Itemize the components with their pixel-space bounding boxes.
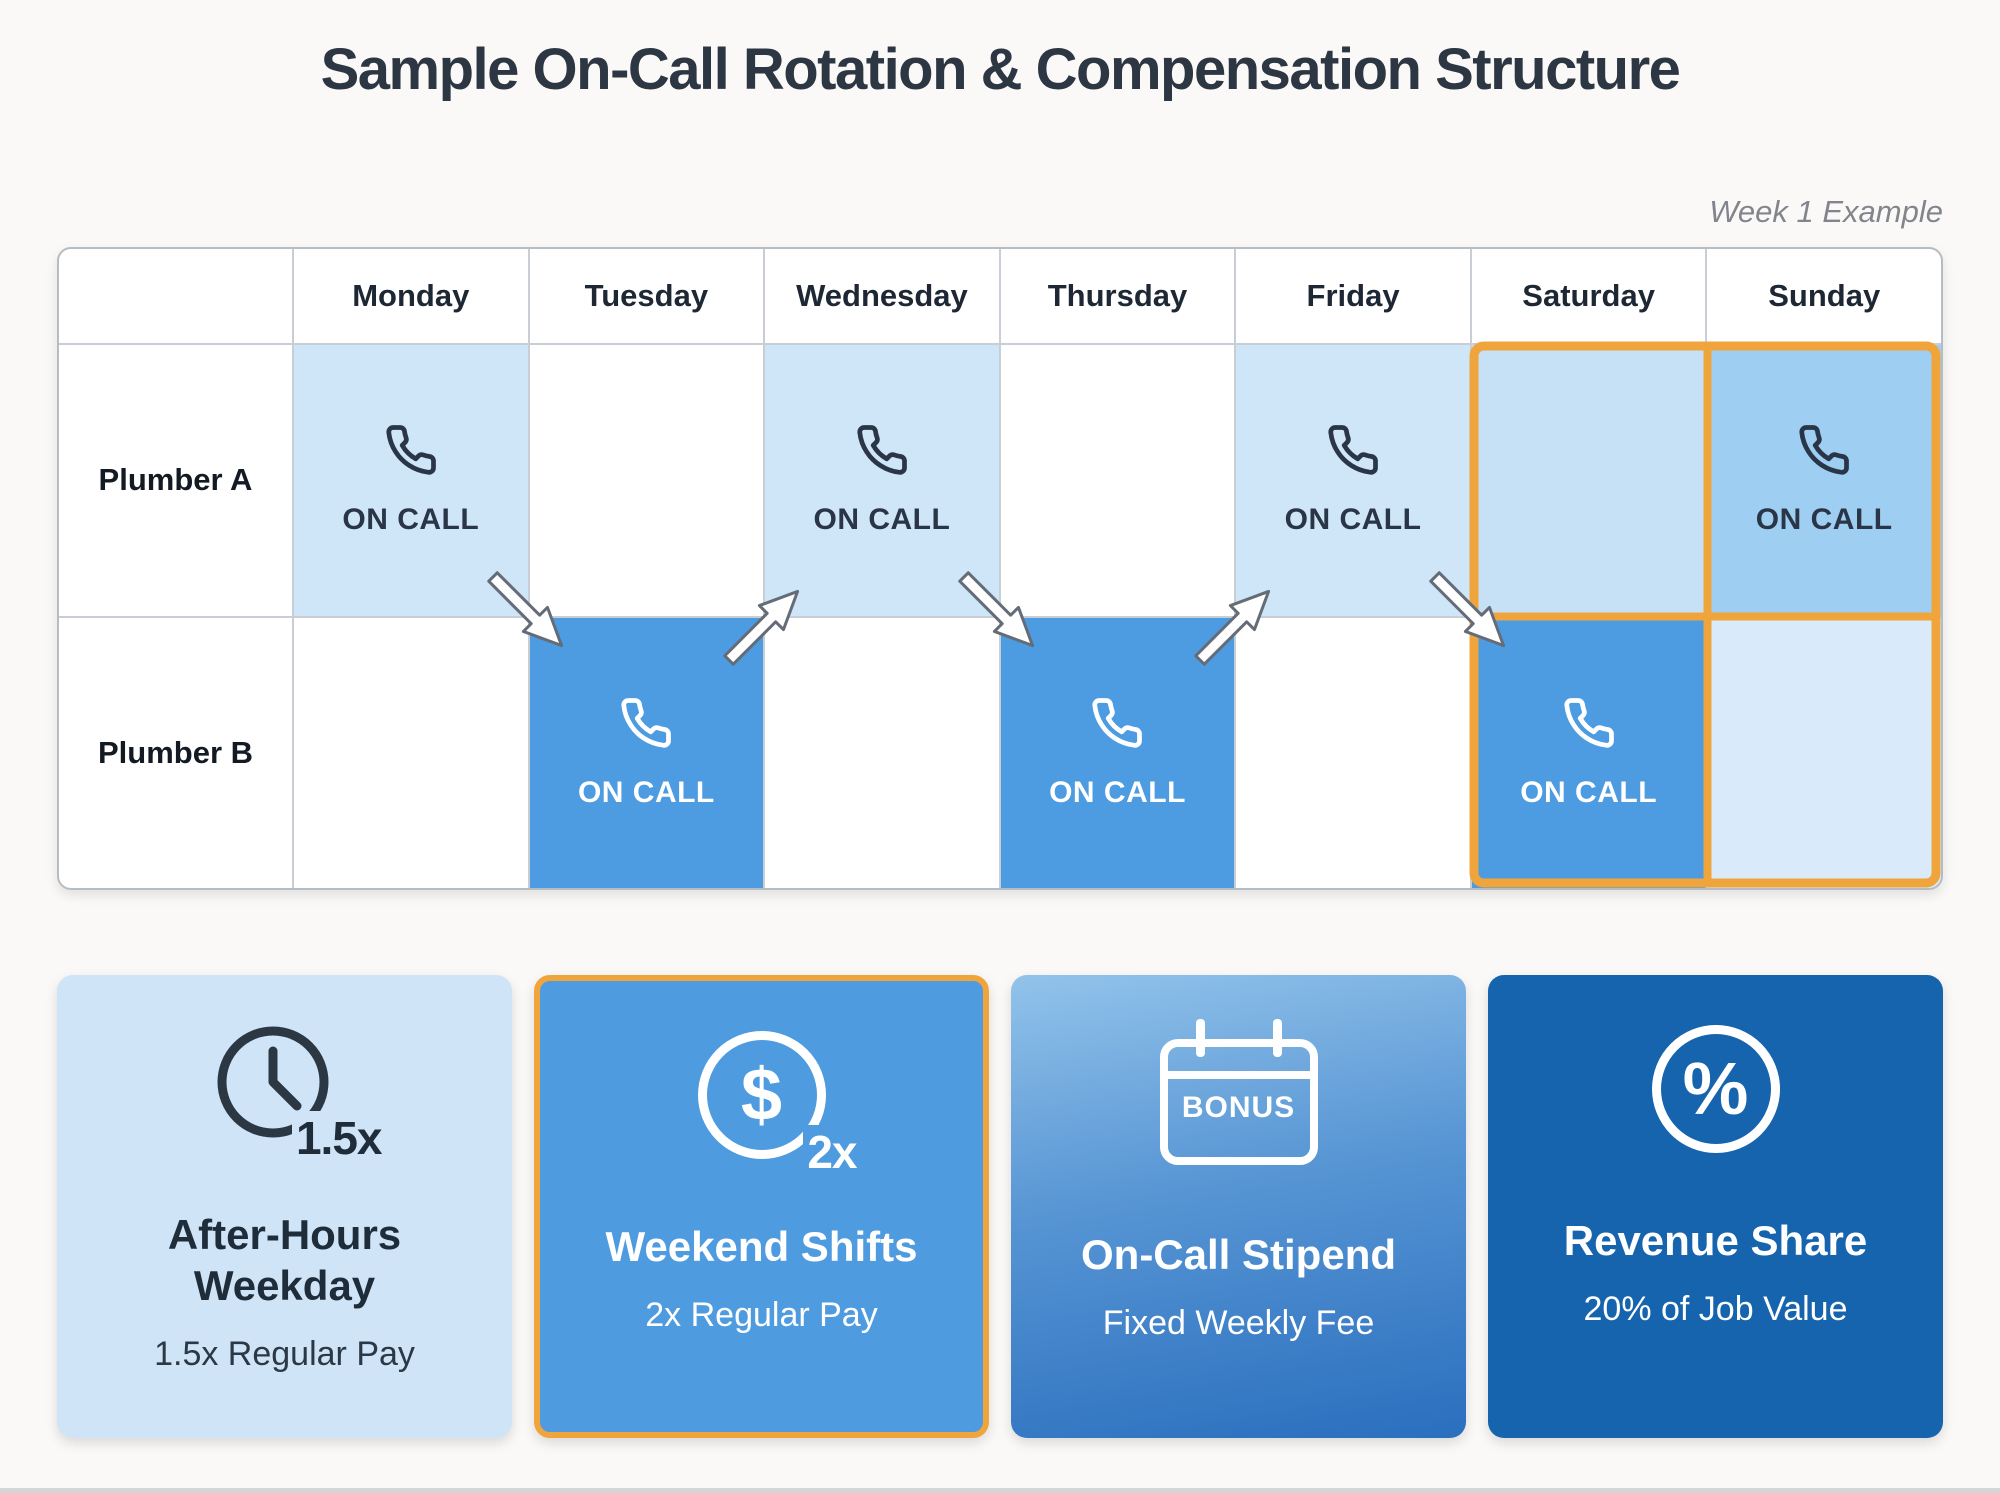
on-call-label: ON CALL [1049,775,1186,809]
cell-plumber-a-sunday-oncall: ON CALL [1707,345,1941,616]
cell-plumber-b-tuesday-oncall: ON CALL [529,617,764,888]
phone-icon [386,425,436,475]
card-revenue-share: % Revenue Share 20% of Job Value [1488,975,1943,1438]
cell-plumber-a-monday-oncall: ON CALL [294,345,528,616]
on-call-label: ON CALL [342,503,480,537]
day-header-sunday: Sunday [1707,249,1941,343]
week-label: Week 1 Example [1709,194,1943,229]
on-call-label: ON CALL [1284,503,1422,537]
dollar-glyph: $ [740,1053,783,1136]
calendar-icon: BONUS [1154,1019,1324,1195]
card-title: After-Hours Weekday [167,1211,402,1310]
day-header-monday: Monday [294,249,528,343]
bonus-badge: BONUS [1181,1091,1296,1124]
card-after-hours-weekday: 1.5x After-Hours Weekday 1.5x Regular Pa… [57,975,512,1438]
rotation-schedule-table: Monday Tuesday Wednesday Thursday Friday… [57,247,1943,890]
cell-plumber-b-friday-off [1236,617,1470,888]
card-title: Weekend Shifts [605,1223,918,1270]
schedule-grid: Monday Tuesday Wednesday Thursday Friday… [59,249,1941,888]
day-header-thursday: Thursday [1000,249,1235,343]
cell-plumber-b-sunday-off [1707,617,1941,888]
day-header-friday: Friday [1236,249,1470,343]
percent-icon: % [1631,1025,1801,1181]
phone-icon [1564,697,1614,748]
card-subtitle: 1.5x Regular Pay [154,1335,415,1374]
card-title: Revenue Share [1563,1217,1868,1264]
dollar-icon: $ 2x [677,1031,861,1187]
row-label-plumber-a: Plumber A [59,345,292,616]
on-call-label: ON CALL [577,775,715,809]
cell-plumber-a-wednesday-oncall: ON CALL [765,345,999,616]
on-call-label: ON CALL [1520,775,1658,809]
cell-plumber-a-thursday-off [1000,345,1235,616]
day-header-saturday: Saturday [1471,249,1706,343]
cell-plumber-a-tuesday-off [529,345,764,616]
clock-icon: 1.5x [200,1019,386,1175]
phone-icon [1092,697,1143,748]
day-header-tuesday: Tuesday [529,249,764,343]
day-header-wednesday: Wednesday [765,249,999,343]
corner-cell [59,249,292,343]
multiplier-badge: 2x [803,1125,861,1179]
card-on-call-stipend: BONUS On-Call Stipend Fixed Weekly Fee [1011,975,1466,1438]
cell-plumber-a-saturday-off [1471,345,1706,616]
on-call-label: ON CALL [813,503,951,537]
cell-plumber-b-saturday-oncall: ON CALL [1471,617,1706,888]
card-subtitle: 2x Regular Pay [645,1296,878,1335]
page-title: Sample On-Call Rotation & Compensation S… [320,37,1681,102]
cell-plumber-a-friday-oncall: ON CALL [1236,345,1470,616]
compensation-cards: 1.5x After-Hours Weekday 1.5x Regular Pa… [57,975,1943,1438]
percent-glyph: % [1682,1047,1749,1130]
card-title: On-Call Stipend [1081,1231,1396,1278]
multiplier-badge: 1.5x [291,1111,386,1165]
bottom-edge-divider [0,1488,2000,1493]
phone-icon [1799,425,1850,475]
card-weekend-shifts: $ 2x Weekend Shifts 2x Regular Pay [534,975,989,1438]
card-subtitle: 20% of Job Value [1583,1290,1848,1329]
card-subtitle: Fixed Weekly Fee [1102,1304,1375,1343]
phone-icon [1328,425,1378,475]
phone-icon [621,697,672,748]
on-call-label: ON CALL [1755,503,1893,537]
phone-icon [857,425,907,475]
row-label-plumber-b: Plumber B [59,617,292,888]
cell-plumber-b-wednesday-off [765,617,999,888]
cell-plumber-b-monday-off [294,617,528,888]
cell-plumber-b-thursday-oncall: ON CALL [1000,617,1235,888]
